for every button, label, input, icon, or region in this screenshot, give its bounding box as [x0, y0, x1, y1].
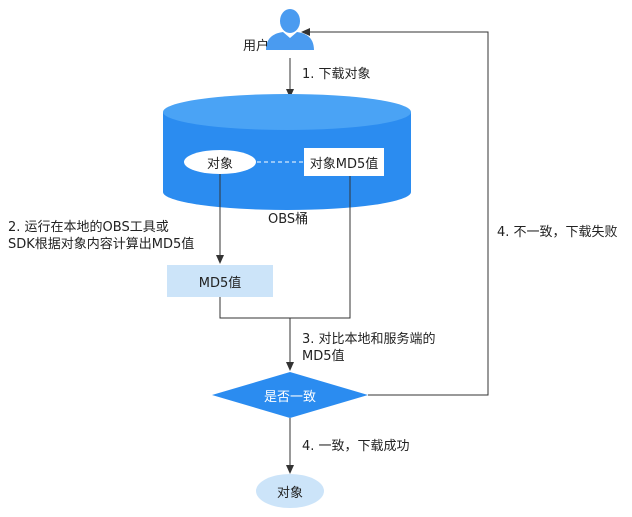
step1-label: 1. 下载对象: [302, 67, 371, 82]
step4-success-label: 4. 一致，下载成功: [302, 439, 410, 454]
user-icon: [266, 9, 314, 50]
step3-label-line1: 3. 对比本地和服务端的: [302, 332, 436, 347]
step4-fail-label: 4. 不一致，下载失败: [497, 225, 618, 240]
user-label: 用户: [243, 39, 270, 54]
result-object-ellipse: [256, 474, 324, 508]
step2-label-line2: SDK根据对象内容计算出MD5值: [8, 237, 195, 252]
bucket-object-label: 对象: [206, 156, 233, 172]
bucket-label: OBS桶: [268, 212, 309, 227]
bucket-md5-to-compare-line: [290, 176, 351, 319]
local-md5-label: MD5值: [198, 275, 242, 291]
step3-label-line2: MD5值: [302, 349, 345, 364]
obs-bucket-cylinder: [163, 94, 411, 210]
local-md5-box: [167, 265, 273, 297]
step2-label-line1: 2. 运行在本地的OBS工具或: [8, 220, 169, 235]
bucket-object-ellipse: [184, 150, 256, 174]
local-md5-to-compare-line: [219, 297, 290, 319]
result-object-label: 对象: [276, 485, 303, 501]
arrow-download-failed-loop: [301, 28, 489, 396]
decision-diamond: [212, 372, 368, 418]
bucket-md5-box: [304, 148, 384, 176]
decision-label: 是否一致: [263, 389, 316, 405]
bucket-md5-label: 对象MD5值: [309, 156, 379, 172]
